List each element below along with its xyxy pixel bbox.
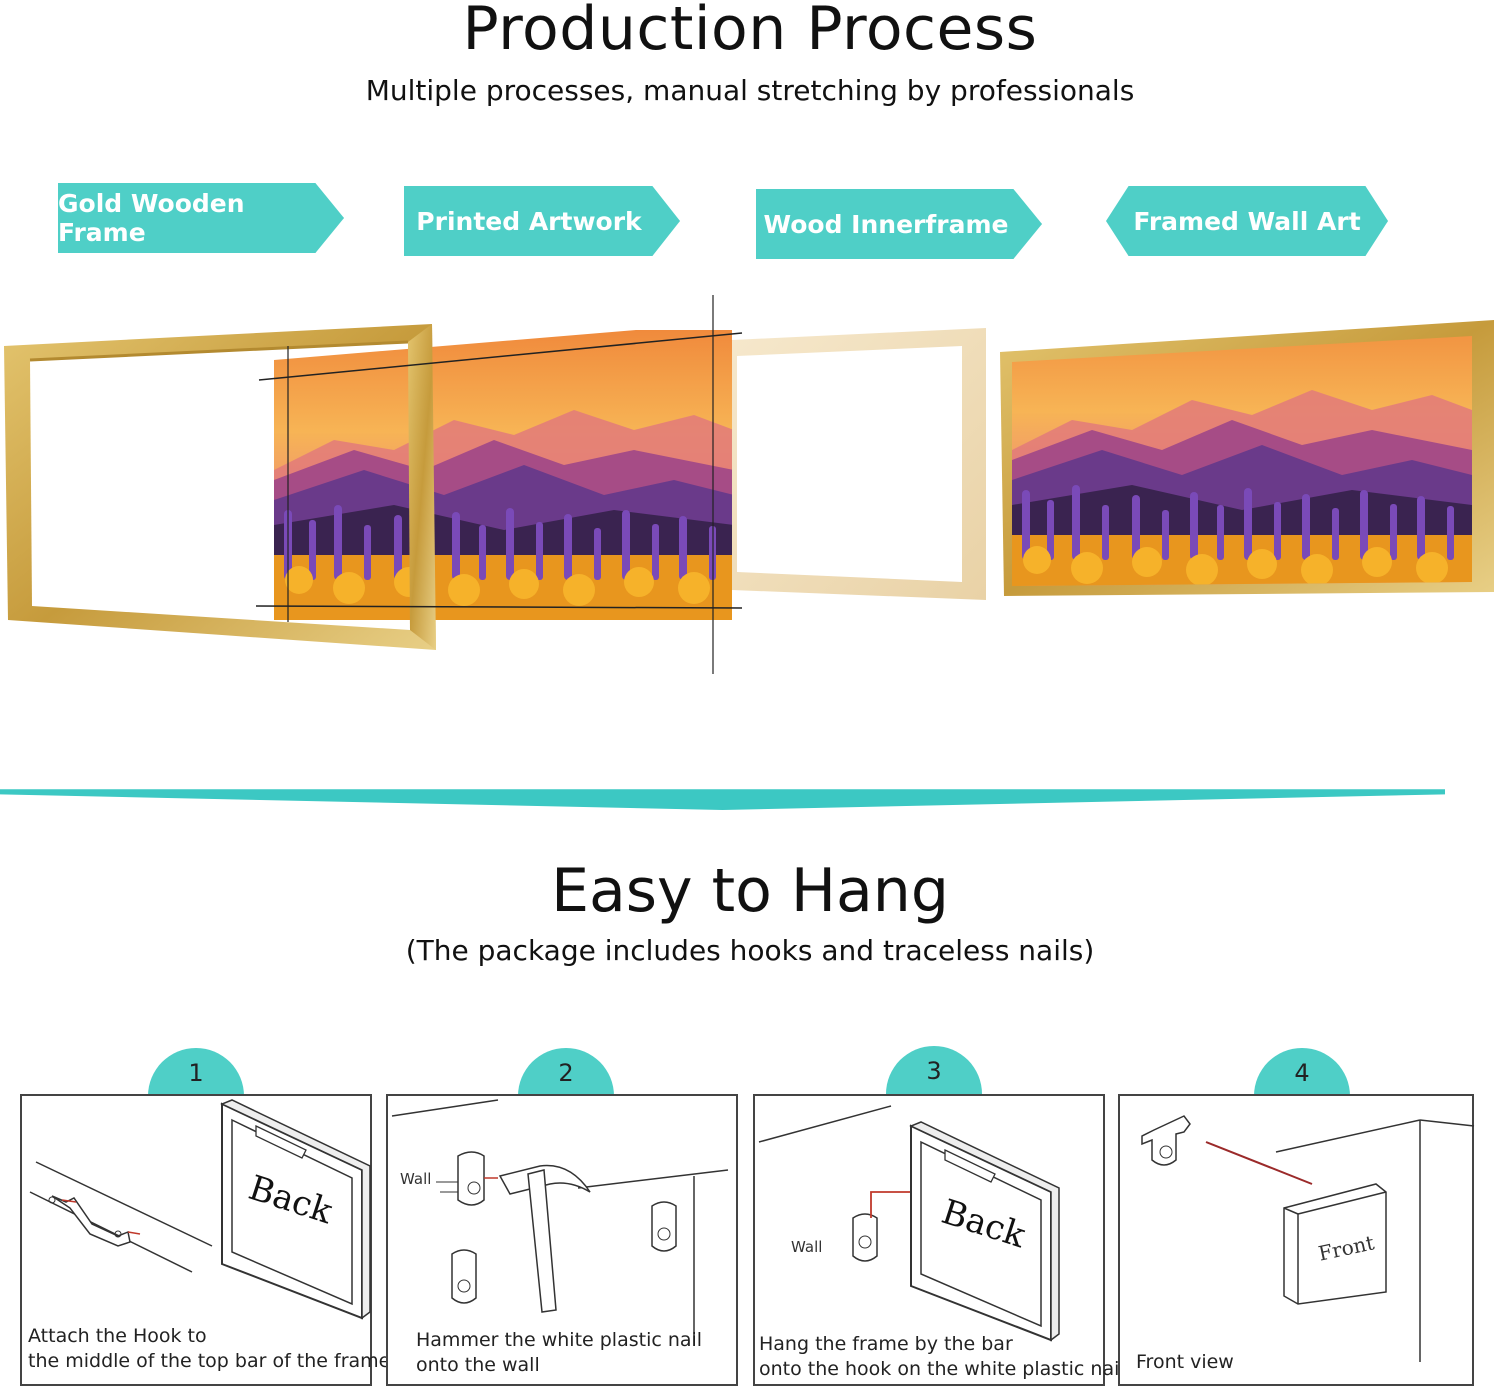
caption-line: Hang the frame by the bar: [759, 1333, 1013, 1355]
production-title: Production Process: [462, 0, 1038, 64]
front-view-illustration: [1141, 1115, 1475, 1362]
hang-step-2-panel: Wall Hammer the white plastic nail onto …: [386, 1094, 738, 1386]
step-caption: Hammer the white plastic nail onto the w…: [416, 1328, 702, 1378]
wood-innerframe-illustration: [732, 328, 986, 600]
step-number: 3: [926, 1057, 942, 1085]
hang-step-3-panel: Wall Back Hang the frame by the bar onto…: [753, 1094, 1125, 1386]
wall-label: Wall: [400, 1170, 432, 1188]
caption-line: the middle of the top bar of the frame: [28, 1350, 391, 1372]
step-tag-gold-wooden-frame: Gold Wooden Frame: [58, 183, 344, 253]
step-number: 1: [188, 1059, 204, 1087]
production-subtitle: Multiple processes, manual stretching by…: [365, 74, 1135, 107]
section-divider: [0, 789, 1445, 810]
step-tag-label: Gold Wooden Frame: [58, 189, 245, 247]
step-caption: Front view: [1136, 1350, 1234, 1375]
hang-subtitle: (The package includes hooks and traceles…: [405, 934, 1095, 967]
step-tag-label: Wood Innerframe: [763, 209, 1009, 239]
hang-step-4-panel: Front Front view: [1118, 1094, 1475, 1386]
caption-line: Hammer the white plastic nail: [416, 1329, 703, 1351]
hammer-nail-illustration: [391, 1099, 729, 1346]
step-tag-label: Printed Artwork: [416, 206, 642, 236]
framed-wall-art-illustration: [1000, 320, 1494, 596]
step-tag-wood-innerframe: Wood Innerframe: [756, 189, 1042, 259]
hang-step-1-panel: Back Attach the Hook to the middle of th…: [20, 1094, 390, 1386]
step-tag-label: Framed Wall Art: [1133, 206, 1361, 236]
hook-attach-illustration: [29, 1099, 371, 1320]
caption-line: onto the wall: [416, 1354, 540, 1376]
step-caption: Hang the frame by the bar onto the hook …: [759, 1332, 1125, 1382]
step-tag-framed-wall-art: Framed Wall Art: [1106, 186, 1388, 256]
hang-frame-illustration: [758, 1105, 1060, 1342]
caption-line: Attach the Hook to: [28, 1325, 207, 1347]
printed-artwork-illustration: [255, 295, 743, 674]
step-number: 2: [558, 1059, 574, 1087]
caption-line: onto the hook on the white plastic nail: [759, 1358, 1125, 1380]
step-number: 4: [1294, 1059, 1310, 1087]
wall-label: Wall: [791, 1238, 823, 1256]
caption-line: Front view: [1136, 1351, 1234, 1373]
step-caption: Attach the Hook to the middle of the top…: [28, 1324, 390, 1374]
production-illustration: [4, 295, 1494, 674]
step-tag-printed-artwork: Printed Artwork: [404, 186, 680, 256]
hang-title: Easy to Hang: [551, 856, 949, 926]
